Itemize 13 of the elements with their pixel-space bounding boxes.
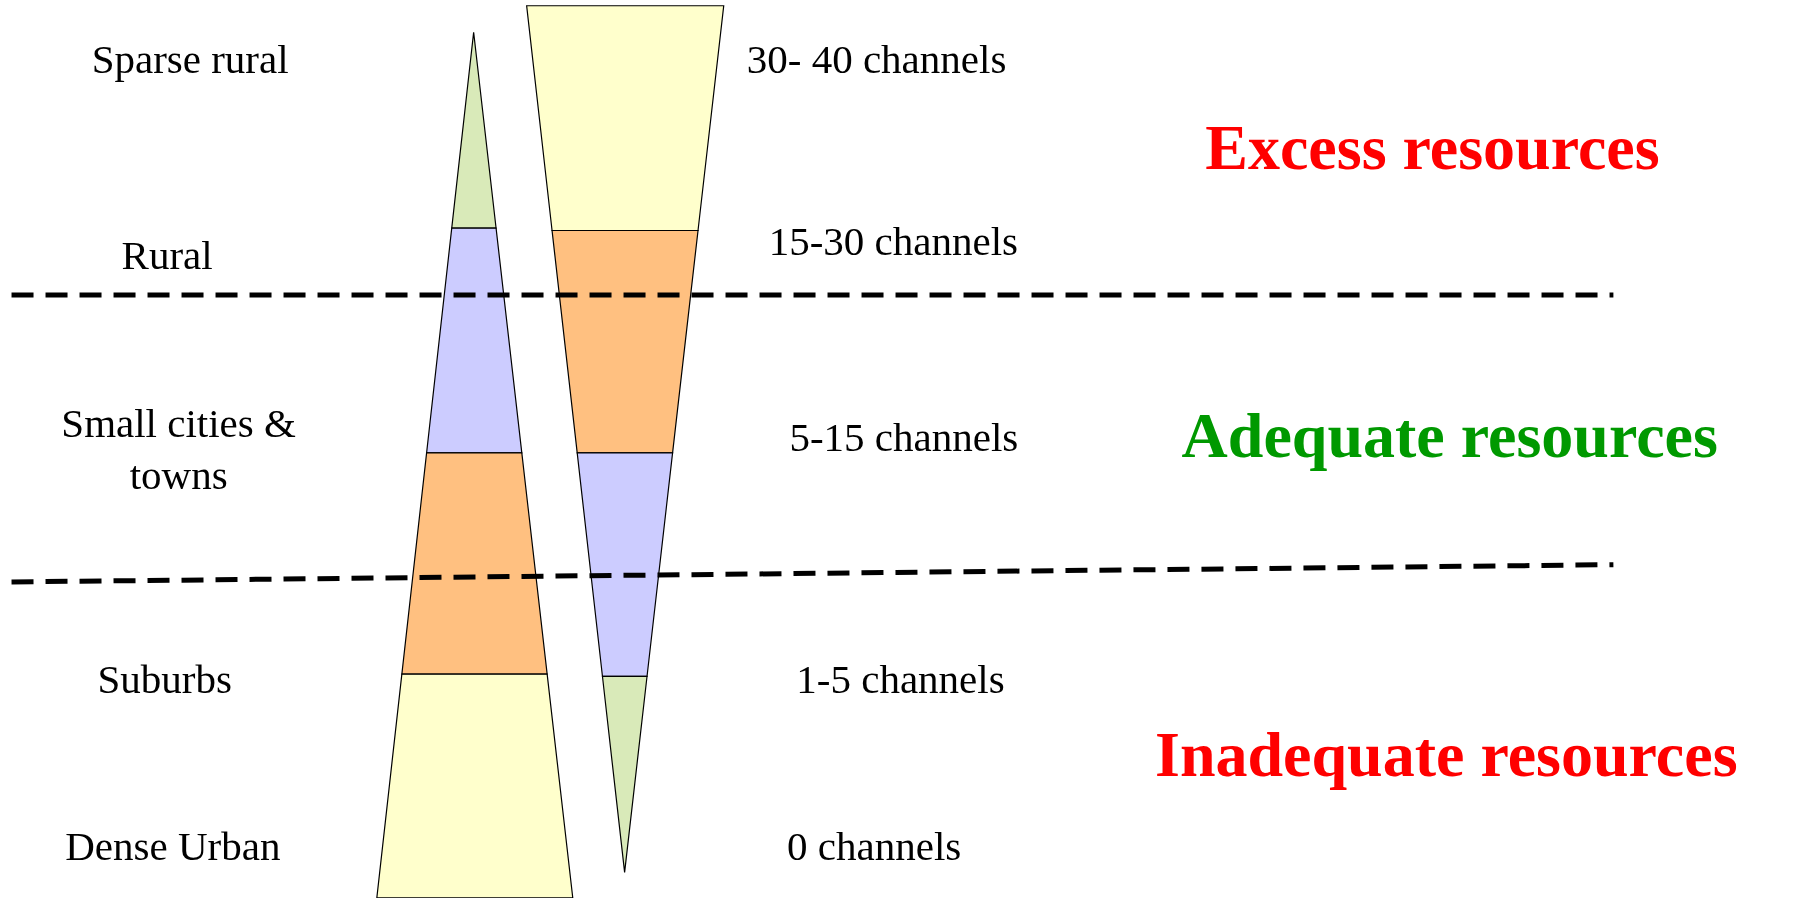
area-type-label: Dense Urban xyxy=(64,822,282,872)
status-label: Adequate resources xyxy=(1181,398,1718,473)
area-type-label: Rural xyxy=(120,231,214,281)
channel-count-label: 5-15 channels xyxy=(789,413,1019,463)
area-type-label: Small cities & towns xyxy=(60,399,297,500)
channel-count-label: 30- 40 channels xyxy=(746,35,1007,85)
channel-count-label: 15-30 channels xyxy=(768,217,1018,267)
area-type-label: Suburbs xyxy=(96,655,233,705)
status-label: Inadequate resources xyxy=(1155,717,1738,792)
channel-count-label: 0 channels xyxy=(787,822,962,872)
status-label: Excess resources xyxy=(1205,110,1660,185)
area-type-label: Sparse rural xyxy=(90,35,290,85)
channel-count-label: 1-5 channels xyxy=(796,655,1005,705)
